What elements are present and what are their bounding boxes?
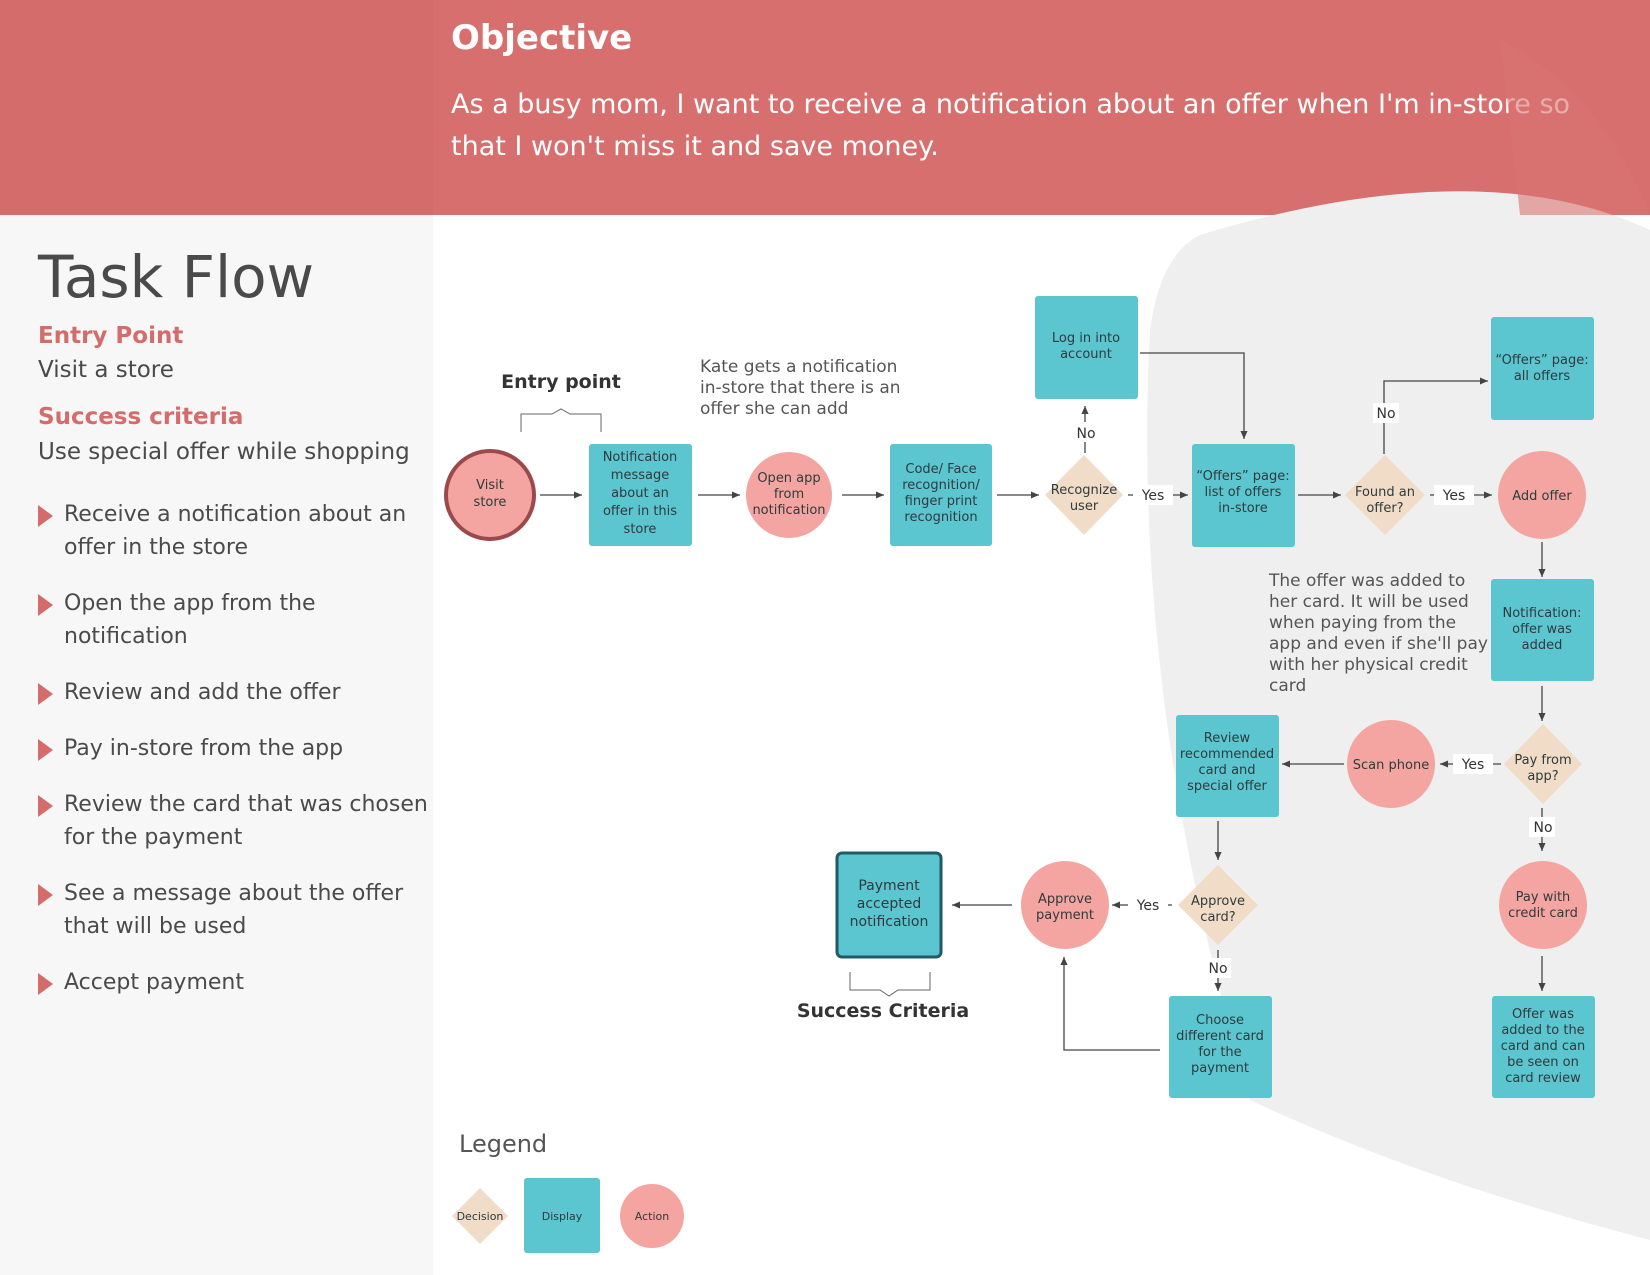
step-item: Receive a notification about an offer in… [38,498,428,564]
entry-point-bracket [520,408,602,432]
edge-label-no: No [1208,961,1227,977]
triangle-bullet-icon [38,884,53,906]
step-list: Receive a notification about an offer in… [38,498,428,1022]
edge-label-no: No [1533,820,1552,836]
entry-point-label: Entry point [501,371,621,393]
scan-phone-node: Scan phone [1347,720,1435,808]
success-criteria-heading: Success criteria [38,404,244,430]
step-text: Pay in-store from the app [64,736,344,761]
step-text: Review and add the offer [64,680,341,705]
step-text: See a message about the offer that will … [64,881,404,939]
entry-point-heading: Entry Point [38,323,184,349]
offers-all-node: “Offers” page:all offers [1491,317,1594,420]
svg-text:Decision: Decision [457,1210,504,1223]
edge-label-no: No [1076,426,1095,442]
objective-header: Objective As a busy mom, I want to recei… [0,0,1650,215]
edge-label-backgrounds [1072,403,1555,978]
svg-text:Add offer: Add offer [1512,489,1572,504]
objective-text: As a busy mom, I want to receive a notif… [451,89,1571,162]
triangle-bullet-icon [38,594,53,616]
triangle-bullet-icon [38,505,53,527]
triangle-bullet-icon [38,683,53,705]
task-flow-title: Task Flow [38,243,315,311]
step-item: Open the app from the notification [38,587,428,653]
step-item: Pay in-store from the app [38,732,428,765]
step-item: See a message about the offer that will … [38,877,428,943]
success-criteria-label: Success Criteria [797,1000,969,1022]
step-item: Accept payment [38,966,428,999]
svg-text:Action: Action [635,1210,669,1223]
header-decoration [1500,40,1650,215]
entry-point-text: Visit a store [38,357,174,383]
legend-decision: Decision [452,1188,508,1244]
legend-display: Display [524,1178,600,1253]
triangle-bullet-icon [38,739,53,761]
edge-label-yes: Yes [1461,757,1485,773]
svg-text:Display: Display [542,1210,583,1223]
svg-text:“Offers” page:all offers: “Offers” page:all offers [1495,353,1588,384]
objective-title: Objective [451,18,633,58]
header-left-panel [0,0,433,215]
legend-action: Action [620,1184,684,1248]
edge-label-yes: Yes [1141,488,1165,504]
edge-label-no: No [1376,406,1395,422]
success-criteria-bracket [849,972,931,997]
sidebar: Task Flow Entry Point Visit a store Succ… [0,215,433,1275]
legend-title: Legend [459,1130,547,1158]
step-text: Accept payment [64,970,244,995]
edge-label-yes: Yes [1442,488,1466,504]
step-item: Review the card that was chosen for the … [38,788,428,854]
svg-text:Scan phone: Scan phone [1353,758,1429,773]
step-text: Review the card that was chosen for the … [64,792,428,850]
success-criteria-text: Use special offer while shopping [38,439,410,465]
step-text: Open the app from the notification [64,591,316,649]
step-text: Receive a notification about an offer in… [64,502,407,560]
add-offer-node: Add offer [1498,451,1586,539]
edge-label-yes: Yes [1136,898,1160,914]
triangle-bullet-icon [38,973,53,995]
triangle-bullet-icon [38,795,53,817]
step-item: Review and add the offer [38,676,428,709]
